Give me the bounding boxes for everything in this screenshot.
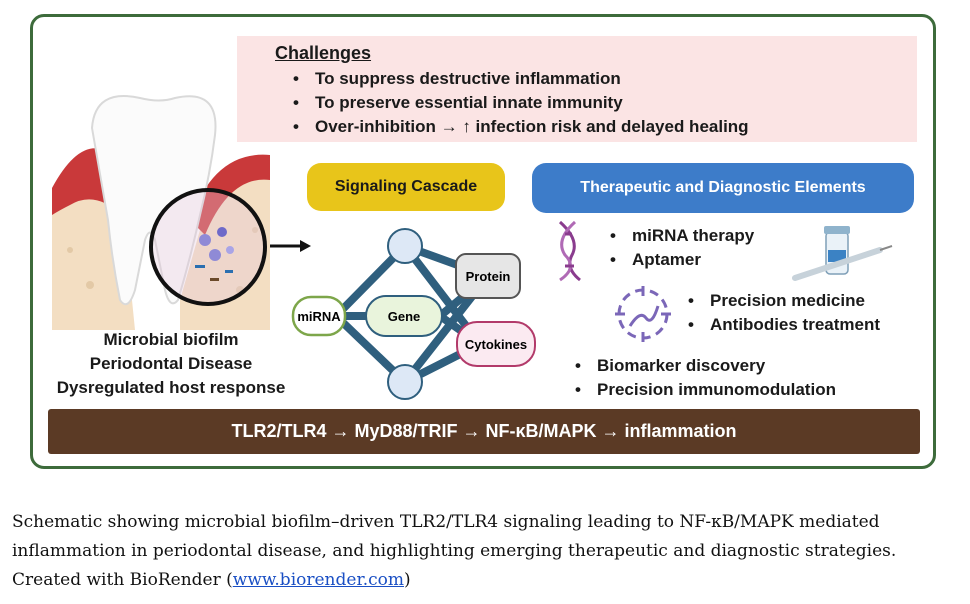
challenge-item: Over-inhibition → ↑ infection risk and d… — [293, 115, 749, 139]
signaling-pathway-bar: TLR2/TLR4 → MyD88/TRIF → NF-κB/MAPK → in… — [48, 409, 920, 454]
therapy-list-2: Precision medicine Antibodies treatment — [688, 289, 880, 337]
mirna-node-label: miRNA — [297, 309, 341, 324]
list-item: Precision medicine — [688, 289, 880, 313]
tooth-icon — [90, 95, 217, 306]
disease-label: Dysregulated host response — [56, 378, 286, 397]
magnifier-icon — [149, 188, 267, 306]
caption-end: ) — [403, 570, 411, 590]
mirna-node — [291, 295, 347, 337]
disease-label: Microbial biofilm — [103, 330, 239, 349]
gene-node-label: Gene — [388, 309, 421, 324]
list-item: Antibodies treatment — [688, 313, 880, 337]
protein-node — [455, 253, 521, 299]
disease-label: Periodontal Disease — [89, 354, 253, 373]
figure-frame — [30, 14, 936, 469]
gum-illustration — [52, 148, 270, 330]
vial-syringe-icon — [792, 226, 893, 281]
cytokines-node-label: Cytokines — [465, 337, 527, 352]
challenge-item: To preserve essential innate immunity — [293, 91, 749, 115]
list-item: Precision immunomodulation — [575, 378, 836, 402]
dna-icon — [558, 220, 581, 282]
disease-labels: Microbial biofilm Periodontal Disease Dy… — [46, 328, 296, 400]
challenge-item: To suppress destructive inflammation — [293, 67, 749, 91]
challenges-title: Challenges — [275, 43, 372, 63]
biorender-link[interactable]: www.biorender.com — [232, 570, 404, 590]
gene-node — [365, 295, 443, 337]
protein-node-label: Protein — [466, 269, 511, 284]
network-node-top — [387, 228, 423, 264]
list-item: Biomarker discovery — [575, 354, 836, 378]
therapy-list-3: Biomarker discovery Precision immunomodu… — [575, 354, 836, 402]
list-item: miRNA therapy — [610, 224, 754, 248]
aptamer-target-icon — [615, 286, 671, 342]
arrow-right-icon — [270, 240, 311, 252]
therapy-list-1: miRNA therapy Aptamer — [610, 224, 754, 272]
cytokines-node — [456, 321, 536, 367]
therapeutic-elements-header: Therapeutic and Diagnostic Elements — [532, 163, 914, 213]
challenges-list: To suppress destructive inflammation To … — [293, 67, 749, 139]
figure-caption: Schematic showing microbial biofilm–driv… — [12, 508, 962, 595]
network-node-bottom — [387, 364, 423, 400]
caption-text: Schematic showing microbial biofilm–driv… — [12, 512, 897, 590]
list-item: Aptamer — [610, 248, 754, 272]
signaling-cascade-header: Signaling Cascade — [307, 163, 505, 211]
